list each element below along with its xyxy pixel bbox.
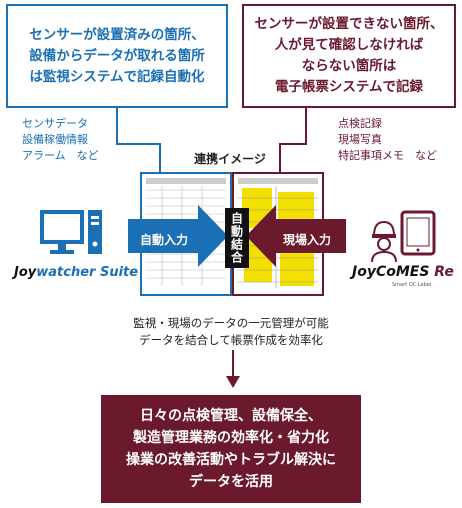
right-box-line: 電子帳票システムで記録 [274, 79, 424, 95]
right-box-line: 人が見て確認しなければ [274, 37, 424, 53]
joycomes-logo-sub: Smart QC Label [392, 282, 432, 288]
list-item: センサデータ [22, 117, 88, 130]
description-line: 監視・現場のデータの一元管理が可能 [133, 316, 329, 330]
left-box-line: は監視システムで記録自動化 [29, 68, 205, 85]
list-item: 現場写真 [338, 133, 382, 146]
logo-prefix: JoyCoMES [352, 264, 430, 280]
auto-input-label: 自動入力 [140, 233, 189, 247]
benefit-box: 日々の点検管理、設備保全、 製造管理業務の効率化・省力化 操業の改善活動やトラブ… [101, 395, 361, 503]
joywatcher-logo: Joywatcher Suite [14, 265, 138, 280]
benefit-line: データを活用 [189, 474, 273, 490]
logo-suffix: Re [429, 264, 454, 280]
left-box-line: センサーが設置済みの箇所、 [29, 26, 205, 43]
benefit-line: 製造管理業務の効率化・省力化 [133, 430, 329, 446]
right-box-line: センサーが設置できない箇所、 [254, 16, 444, 32]
right-box-line: ならない箇所は [301, 58, 397, 74]
monitoring-system-box: センサーが設置済みの箇所、 設備からデータが取れる箇所 は監視システムで記録自動… [6, 4, 228, 108]
worker-tablet-icon [371, 210, 436, 262]
list-item: 特記事項メモ など [338, 149, 437, 162]
integration-description: 監視・現場のデータの一元管理が可能 データを結合して帳票作成を効率化 [100, 315, 362, 349]
field-data-list: 点検記録 現場写真 特記事項メモ など [338, 116, 437, 164]
benefit-line: 操業の改善活動やトラブル解決に [126, 452, 336, 468]
list-item: 設備稼働情報 [22, 133, 88, 146]
auto-merge-label: 自動結合 [225, 208, 249, 268]
logo-suffix: watcher Suite [36, 265, 139, 280]
left-box-line: 設備からデータが取れる箇所 [29, 47, 205, 64]
field-input-arrow [246, 205, 346, 267]
integration-title: 連携イメージ [194, 152, 266, 166]
joycomes-logo: JoyCoMES Re [352, 264, 454, 280]
list-item: 点検記録 [338, 117, 382, 130]
sensor-data-list: センサデータ 設備稼働情報 アラーム など [22, 116, 99, 164]
field-input-label: 現場入力 [283, 233, 332, 247]
logo-prefix: Joy [14, 265, 37, 280]
computer-icon [40, 210, 102, 254]
down-arrow [226, 350, 240, 388]
e-form-system-box: センサーが設置できない箇所、 人が見て確認しなければ ならない箇所は 電子帳票シ… [242, 4, 456, 108]
list-item: アラーム など [22, 149, 99, 162]
auto-input-arrow [128, 205, 228, 267]
benefit-line: 日々の点検管理、設備保全、 [140, 408, 322, 424]
description-line: データを結合して帳票作成を効率化 [139, 333, 323, 347]
